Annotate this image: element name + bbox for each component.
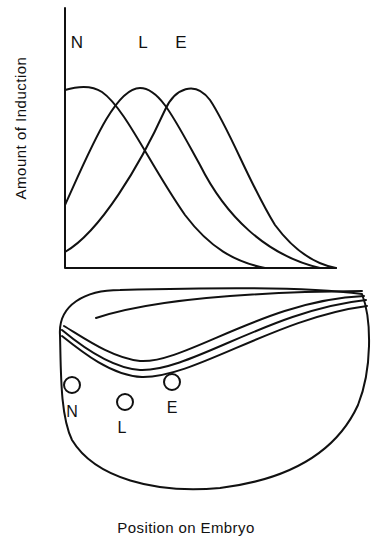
curve-e xyxy=(65,89,336,268)
embryo-layer xyxy=(62,306,367,377)
curve-n xyxy=(65,87,265,268)
curve-label: E xyxy=(175,34,186,51)
tissue-site xyxy=(164,374,180,390)
tissue-site xyxy=(64,377,80,393)
tissue-site xyxy=(117,394,133,410)
embryo-layer xyxy=(62,300,366,370)
archenteron-line xyxy=(96,291,362,318)
site-label: N xyxy=(66,404,78,420)
caption: Position on Embryo xyxy=(117,520,254,535)
curve-label: L xyxy=(138,34,147,51)
curve-l xyxy=(65,88,320,268)
site-label: E xyxy=(167,400,178,416)
graph-axes xyxy=(65,8,336,268)
embryo-outline xyxy=(60,288,369,489)
embryo-layer xyxy=(64,296,364,361)
site-label: L xyxy=(118,420,127,436)
axis-label: Amount of Induction xyxy=(13,57,28,200)
curve-label: N xyxy=(71,34,83,51)
